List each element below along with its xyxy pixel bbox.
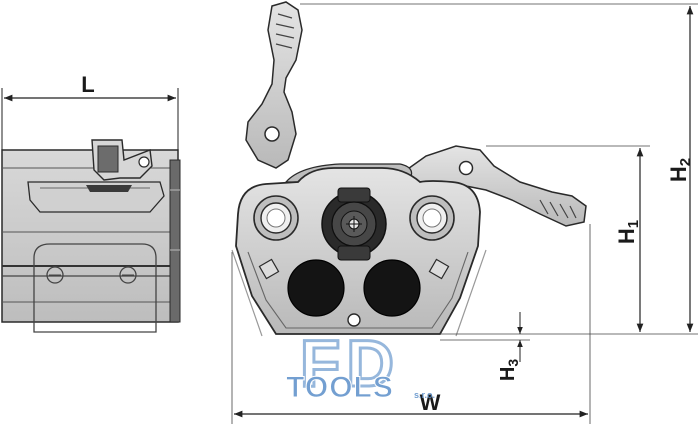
left-boss (253, 195, 299, 241)
side-view: L (1, 72, 181, 333)
fd-tools-watermark: FD TOOLS s.r.o. (286, 325, 435, 405)
dimension-lines: H2 H1 H3 W (231, 3, 698, 424)
hole-right (363, 259, 421, 317)
screw-right (428, 258, 450, 280)
dimension-label-H3: H3 (497, 359, 521, 381)
watermark-logo-letters: FD (300, 326, 400, 400)
bottom-hole (347, 313, 361, 327)
dimension-label-L: L (81, 72, 94, 97)
svg-text:H3: H3 (497, 359, 521, 381)
hole-left (287, 259, 345, 317)
center-knob (321, 187, 387, 261)
right-lever-pin (458, 160, 474, 176)
svg-text:H2: H2 (666, 158, 694, 182)
right-boss (409, 195, 455, 241)
front-view (231, 1, 587, 337)
side-clamp-plate (27, 181, 165, 213)
watermark-brand: TOOLS (286, 371, 394, 404)
dimension-label-W: W (420, 390, 441, 415)
watermark-suffix: s.r.o. (414, 390, 435, 400)
dimension-label-H2: H2 (666, 158, 694, 182)
front-top-lever (245, 1, 303, 169)
side-body (1, 149, 179, 323)
top-lever-pin (264, 126, 280, 142)
dimension-label-H1: H1 (614, 220, 642, 244)
screw-left (258, 258, 280, 280)
svg-text:H1: H1 (614, 220, 642, 244)
side-lower-panel (33, 243, 157, 333)
